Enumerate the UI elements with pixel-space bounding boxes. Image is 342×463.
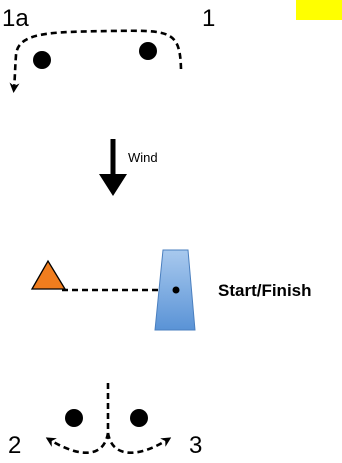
- course-leg-top: [9, 29, 183, 93]
- mark-1-buoy: [139, 42, 157, 60]
- gate-leg-right: [106, 432, 172, 454]
- mark-3-buoy: [130, 409, 148, 427]
- orange-triangle-icon: [30, 259, 67, 290]
- gate-leg-left: [45, 432, 110, 454]
- wind-label: Wind: [128, 150, 158, 165]
- mark-2-label: 2: [8, 432, 21, 459]
- mark-1-label: 1: [202, 5, 215, 32]
- mark-1a-buoy: [33, 51, 51, 69]
- highlight-block: [296, 0, 342, 20]
- wind-arrow-icon: [99, 139, 127, 196]
- mark-3-label: 3: [189, 432, 202, 459]
- mark-1a-label: 1a: [2, 5, 29, 32]
- mark-2-buoy: [65, 409, 83, 427]
- start-finish-label: Start/Finish: [218, 281, 312, 300]
- committee-boat-flag-dot: [172, 286, 180, 294]
